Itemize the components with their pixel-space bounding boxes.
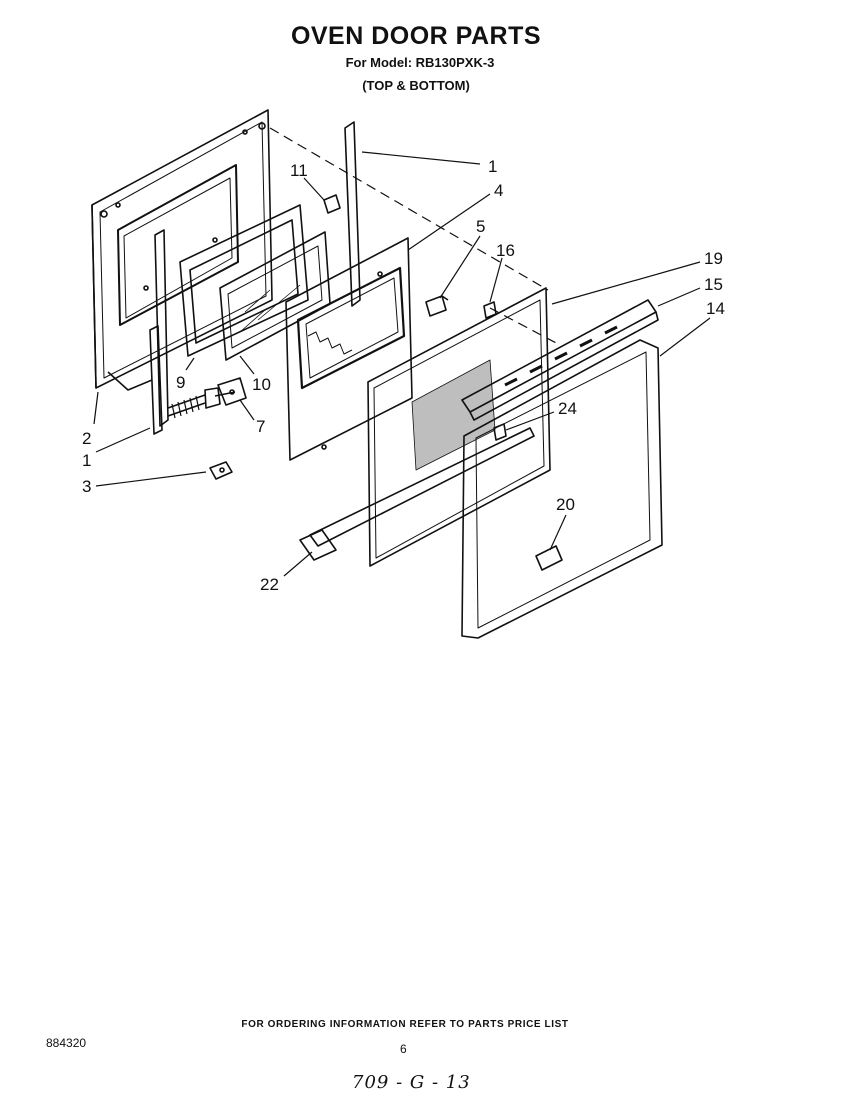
callout-2: 2 (82, 429, 91, 448)
callout-11: 11 (290, 161, 308, 180)
part-24-clip (493, 423, 507, 441)
section-label: (TOP & BOTTOM) (362, 78, 470, 93)
callout-1-top: 1 (488, 157, 497, 176)
assembly-dashed-line (269, 127, 561, 346)
callout-22: 22 (260, 575, 279, 594)
bottom-trim-22 (299, 427, 535, 561)
callout-20: 20 (556, 495, 575, 514)
callout-10: 10 (252, 375, 271, 394)
vent-trim-15 (461, 299, 659, 421)
part-20-bracket (535, 545, 563, 571)
door-liner-4 (285, 237, 413, 461)
callout-24: 24 (558, 399, 577, 418)
callout-3: 3 (82, 477, 91, 496)
door-hinge-spring (167, 387, 236, 419)
hinge-bracket-7 (217, 377, 247, 406)
leader-lines (93, 151, 711, 577)
page-title: OVEN DOOR PARTS (290, 22, 542, 50)
ordering-note: FOR ORDERING INFORMATION REFER TO PARTS … (241, 1019, 569, 1030)
door-channel-left (149, 229, 169, 435)
callout-1-left: 1 (82, 451, 91, 470)
door-frame-14 (461, 339, 663, 639)
callout-15: 15 (704, 275, 723, 294)
handwritten-note: 709 - G - 13 (352, 1072, 471, 1093)
callout-7: 7 (256, 417, 265, 436)
hinge-clip-3 (209, 461, 233, 480)
door-channel-right (344, 121, 361, 307)
page-number: 6 (400, 1042, 407, 1056)
document-number: 884320 (46, 1036, 87, 1050)
callout-4: 4 (494, 181, 503, 200)
outer-door-panel (91, 109, 273, 391)
callout-19: 19 (704, 249, 723, 268)
callout-14: 14 (706, 299, 725, 318)
exploded-parts-diagram: 1 11 4 5 16 19 15 14 24 20 22 9 10 7 2 1… (82, 109, 725, 639)
model-line: For Model: RB130PXK-3 (345, 55, 495, 70)
callout-16: 16 (496, 241, 515, 260)
callout-5: 5 (476, 217, 485, 236)
gasket-frame-9 (179, 204, 309, 357)
part-5-clip (425, 295, 449, 317)
door-glass-19 (367, 287, 551, 567)
inner-glass-10 (219, 231, 331, 361)
part-11-stop (323, 194, 341, 214)
callout-9: 9 (176, 373, 185, 392)
